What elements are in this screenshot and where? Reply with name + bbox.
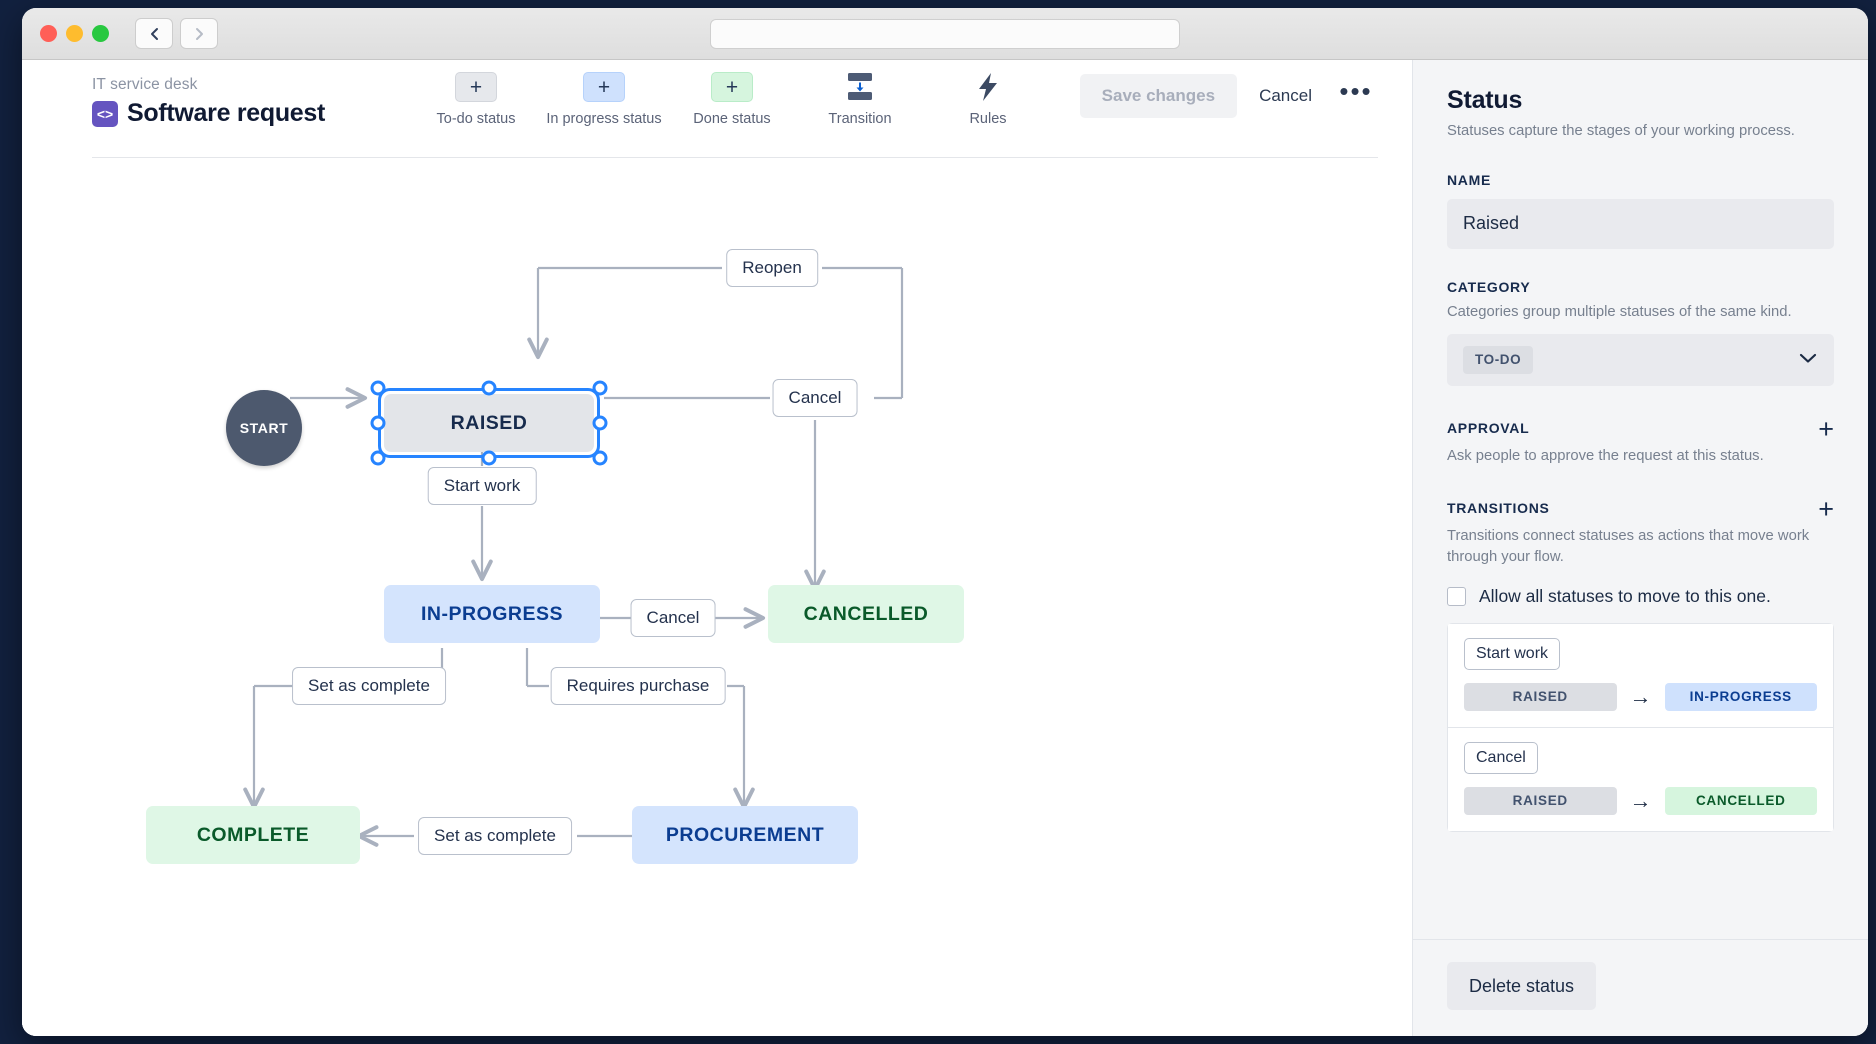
add-approval-icon[interactable]: + (1818, 413, 1834, 444)
node-cancelled[interactable]: CANCELLED (768, 585, 964, 643)
app-window: IT service desk <> Software request + To… (22, 8, 1868, 1036)
maximize-window-button[interactable] (92, 25, 109, 42)
tool-label: Done status (693, 111, 771, 127)
resize-handle-bottom-center[interactable] (481, 450, 497, 466)
approval-header: APPROVAL + (1447, 413, 1834, 444)
tool-rules[interactable]: Rules (924, 72, 1052, 127)
editor-actions: Save changes Cancel ••• (1079, 74, 1378, 118)
node-procurement[interactable]: PROCUREMENT (632, 806, 858, 864)
tool-label: In progress status (546, 111, 662, 127)
start-node[interactable]: START (226, 390, 302, 466)
status-name-input[interactable] (1447, 198, 1834, 249)
minimize-window-button[interactable] (66, 25, 83, 42)
page-title: Software request (127, 99, 326, 127)
page-title-row: <> Software request (92, 99, 325, 128)
allow-all-statuses-label: Allow all statuses to move to this one. (1479, 585, 1771, 606)
node-complete[interactable]: COMPLETE (146, 806, 360, 864)
lightning-icon[interactable] (975, 72, 1001, 102)
panel-title: Status (1447, 86, 1523, 114)
category-label: CATEGORY (1447, 278, 1531, 295)
resize-handle-top-left[interactable] (370, 380, 386, 396)
add-transition-icon[interactable]: + (1818, 494, 1834, 525)
edge-label-start-work[interactable]: Start work (427, 467, 537, 505)
transition-from-status: RAISED (1464, 786, 1617, 815)
status-tools: + To-do status + In progress status + Do… (412, 72, 1052, 127)
plus-icon[interactable]: + (711, 72, 753, 102)
resize-handle-top-center[interactable] (481, 380, 497, 396)
project-header: IT service desk <> Software request (92, 76, 325, 128)
window-body: IT service desk <> Software request + To… (22, 60, 1868, 1036)
edge-label-cancel-from-in-progress[interactable]: Cancel (630, 599, 716, 637)
save-changes-button[interactable]: Save changes (1079, 74, 1238, 118)
approval-description: Ask people to approve the request at thi… (1447, 447, 1764, 464)
plus-icon[interactable]: + (583, 72, 625, 102)
category-description: Categories group multiple statuses of th… (1447, 303, 1792, 320)
tool-todo-status[interactable]: + To-do status (412, 72, 540, 127)
tool-label: Transition (828, 111, 892, 127)
tool-transition[interactable]: Transition (796, 72, 924, 127)
resize-handle-top-right[interactable] (592, 380, 608, 396)
approval-label: APPROVAL (1447, 419, 1530, 436)
edge-label-set-as-complete-upper[interactable]: Set as complete (292, 667, 446, 705)
delete-status-button[interactable]: Delete status (1447, 962, 1597, 1010)
code-icon: <> (92, 100, 118, 127)
arrow-right-icon: → (1629, 683, 1652, 709)
address-bar[interactable] (710, 18, 1180, 49)
resize-handle-bottom-right[interactable] (592, 450, 608, 466)
transitions-list: Start work RAISED → IN-PROGRESS Cancel R… (1447, 622, 1834, 832)
transition-flow: RAISED → IN-PROGRESS (1464, 682, 1817, 711)
tool-in-progress-status[interactable]: + In progress status (540, 72, 668, 127)
resize-handle-middle-right[interactable] (592, 415, 608, 431)
transition-flow: RAISED → CANCELLED (1464, 786, 1817, 815)
edge-label-set-as-complete-lower[interactable]: Set as complete (418, 817, 572, 855)
arrow-right-icon: → (1629, 787, 1652, 813)
window-titlebar (22, 8, 1868, 60)
transition-card[interactable]: Cancel RAISED → CANCELLED (1447, 727, 1834, 832)
tool-label: Rules (969, 111, 1007, 127)
transition-from-status: RAISED (1464, 682, 1617, 711)
allow-all-statuses-row[interactable]: Allow all statuses to move to this one. (1447, 586, 1834, 607)
transition-card[interactable]: Start work RAISED → IN-PROGRESS (1447, 622, 1834, 728)
allow-all-statuses-checkbox[interactable] (1447, 586, 1466, 606)
transition-to-status: CANCELLED (1664, 786, 1817, 815)
transitions-label: TRANSITIONS (1447, 500, 1550, 517)
navigation-buttons (135, 18, 218, 49)
workflow-editor: IT service desk <> Software request + To… (22, 60, 1412, 1036)
category-select[interactable]: TO-DO (1447, 333, 1834, 386)
forward-button[interactable] (180, 18, 218, 49)
transitions-header: TRANSITIONS + (1447, 494, 1834, 525)
editor-toolbar: IT service desk <> Software request + To… (92, 60, 1378, 158)
close-window-button[interactable] (40, 25, 57, 42)
workflow-canvas[interactable]: START RAISED IN-PROGRESS CANCELLED (22, 158, 1412, 1036)
resize-handle-middle-left[interactable] (370, 415, 386, 431)
panel-footer: Delete status (1413, 939, 1868, 1036)
transition-to-status: IN-PROGRESS (1664, 682, 1817, 711)
name-label: NAME (1447, 171, 1492, 188)
edge-label-reopen[interactable]: Reopen (726, 249, 818, 287)
transition-icon[interactable] (843, 72, 877, 102)
status-panel-content: Status Statuses capture the stages of yo… (1413, 60, 1868, 1036)
back-button[interactable] (135, 18, 173, 49)
traffic-lights (40, 25, 109, 42)
more-options-icon[interactable]: ••• (1334, 74, 1378, 118)
tool-label: To-do status (436, 111, 516, 127)
transition-name[interactable]: Cancel (1464, 741, 1538, 774)
status-panel: Status Statuses capture the stages of yo… (1412, 60, 1868, 1036)
node-in-progress[interactable]: IN-PROGRESS (384, 585, 600, 643)
tool-done-status[interactable]: + Done status (668, 72, 796, 127)
category-chip: TO-DO (1463, 345, 1534, 374)
cancel-button[interactable]: Cancel (1241, 74, 1330, 118)
edge-label-cancel-from-raised[interactable]: Cancel (772, 379, 858, 417)
breadcrumb[interactable]: IT service desk (92, 76, 198, 93)
panel-subtitle: Statuses capture the stages of your work… (1447, 123, 1795, 139)
edge-label-requires-purchase[interactable]: Requires purchase (550, 667, 726, 705)
node-raised[interactable]: RAISED (384, 394, 594, 452)
transition-name[interactable]: Start work (1464, 637, 1561, 670)
workflow-edges (243, 266, 904, 847)
chevron-down-icon[interactable] (1798, 351, 1818, 369)
resize-handle-bottom-left[interactable] (370, 450, 386, 466)
plus-icon[interactable]: + (455, 72, 497, 102)
transitions-description: Transitions connect statuses as actions … (1447, 528, 1810, 565)
